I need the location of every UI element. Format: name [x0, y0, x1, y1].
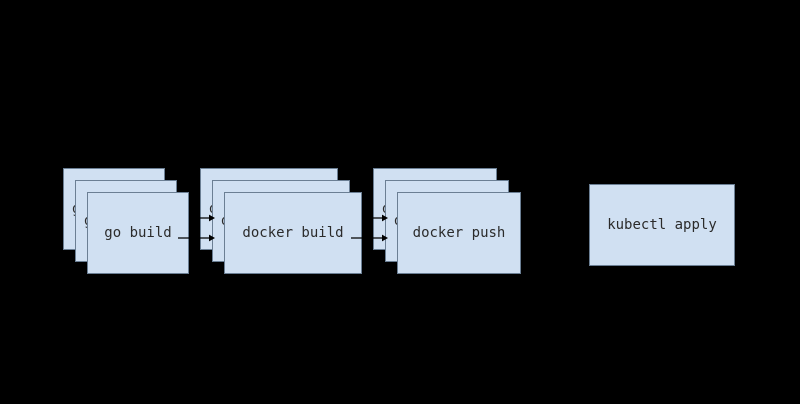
box-label: go build [104, 225, 172, 241]
box-label: docker build [242, 225, 344, 241]
arrow-go-build-to-docker-build-upper [190, 212, 216, 224]
node-kubectl-apply[interactable]: kubectl apply [589, 184, 735, 266]
stack-layer-front-docker-push[interactable]: docker push [397, 192, 521, 274]
arrow-go-build-to-docker-build-lower [178, 232, 216, 244]
stack-layer-front-go-build[interactable]: go build [87, 192, 189, 274]
arrow-docker-build-to-docker-push-lower [351, 232, 389, 244]
box-label: kubectl apply [607, 217, 717, 233]
arrow-docker-build-to-docker-push-upper [363, 212, 389, 224]
box-label: docker push [412, 225, 506, 241]
stack-layer-front-docker-build[interactable]: docker build [224, 192, 362, 274]
